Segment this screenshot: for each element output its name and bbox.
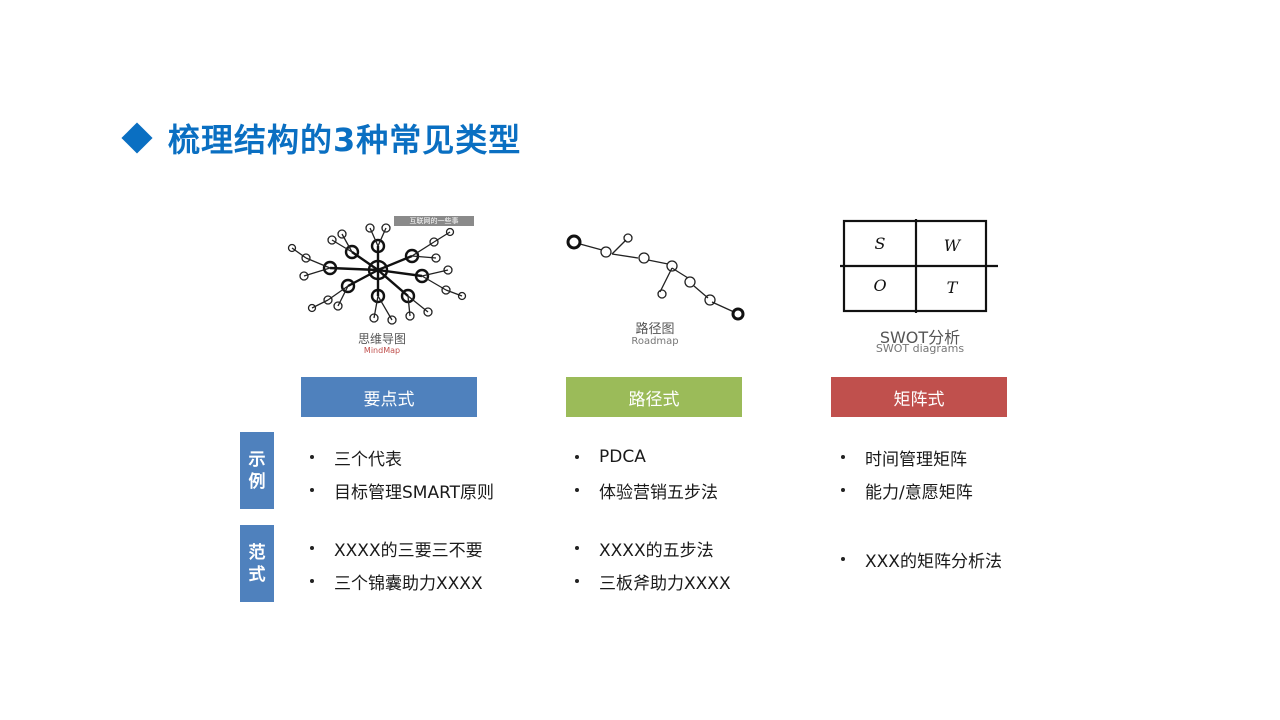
mindmap-banner-text: 互联网的一些事 bbox=[409, 217, 459, 225]
swot-cell-t: T bbox=[946, 278, 958, 297]
bullet-dot-icon bbox=[310, 455, 314, 459]
list-item: 三板斧助力XXXX bbox=[565, 570, 731, 594]
examples-cell-matrix: 时间管理矩阵 能力/意愿矩阵 bbox=[831, 446, 1071, 503]
templates-cell-key-points: XXXX的三要三不要 三个锦囊助力XXXX bbox=[300, 537, 540, 594]
roadmap-caption: 路径图 bbox=[635, 322, 675, 337]
row-label-examples-char-2: 例 bbox=[248, 471, 266, 492]
mindmap-caption: 思维导图 bbox=[357, 332, 406, 346]
column-header-key-points: 要点式 bbox=[301, 377, 477, 417]
swot-illustration: S W O T SWOT分析 SWOT diagrams bbox=[838, 216, 1002, 356]
list-item: 三个锦囊助力XXXX bbox=[300, 570, 483, 594]
roadmap-caption-en: Roadmap bbox=[631, 336, 679, 347]
list-item: 能力/意愿矩阵 bbox=[831, 479, 973, 503]
slide-title-row: 梳理结构的3种常见类型 bbox=[121, 118, 522, 159]
list-item: XXXX的三要三不要 bbox=[300, 537, 483, 561]
slide-title: 梳理结构的3种常见类型 bbox=[168, 121, 522, 159]
bullet-dot-icon bbox=[575, 579, 579, 583]
row-label-templates: 范 式 bbox=[240, 525, 274, 602]
swot-caption-en: SWOT diagrams bbox=[875, 342, 965, 355]
bullet-dot-icon bbox=[841, 488, 845, 492]
list-item: 体验营销五步法 bbox=[565, 479, 718, 503]
bullet-dot-icon bbox=[841, 557, 845, 561]
list-item: XXXX的五步法 bbox=[565, 537, 714, 561]
swot-cell-s: S bbox=[874, 234, 886, 253]
examples-cell-path: PDCA 体验营销五步法 bbox=[565, 446, 805, 503]
column-header-matrix: 矩阵式 bbox=[831, 377, 1007, 417]
list-item: 时间管理矩阵 bbox=[831, 446, 967, 470]
list-item: XXX的矩阵分析法 bbox=[831, 548, 1002, 572]
mindmap-caption-en: MindMap bbox=[363, 346, 401, 355]
list-item: 目标管理SMART原则 bbox=[300, 479, 494, 503]
bullet-dot-icon bbox=[841, 455, 845, 459]
row-label-examples: 示 例 bbox=[240, 432, 274, 509]
swot-caption: SWOT分析 bbox=[879, 328, 961, 347]
templates-cell-path: XXXX的五步法 三板斧助力XXXX bbox=[565, 537, 805, 594]
row-label-templates-char-2: 式 bbox=[248, 564, 266, 585]
bullet-dot-icon bbox=[575, 455, 579, 459]
swot-grid-icon bbox=[840, 219, 998, 313]
mindmap-sketch-icon bbox=[287, 216, 474, 325]
bullet-dot-icon bbox=[310, 579, 314, 583]
swot-cell-w: W bbox=[943, 236, 961, 255]
mindmap-illustration: 互联网的一些事 思维导图 MindMap bbox=[282, 212, 482, 358]
examples-cell-key-points: 三个代表 目标管理SMART原则 bbox=[300, 446, 540, 503]
row-label-examples-char-1: 示 bbox=[248, 449, 266, 470]
roadmap-sketch-icon bbox=[566, 233, 745, 321]
row-label-templates-char-1: 范 bbox=[248, 542, 266, 563]
roadmap-illustration: 路径图 Roadmap bbox=[560, 228, 750, 352]
bullet-dot-icon bbox=[575, 488, 579, 492]
bullet-dot-icon bbox=[310, 488, 314, 492]
diamond-bullet-icon bbox=[121, 122, 153, 154]
bullet-dot-icon bbox=[575, 546, 579, 550]
list-item: 三个代表 bbox=[300, 446, 402, 470]
swot-cell-o: O bbox=[873, 276, 887, 295]
column-header-path: 路径式 bbox=[566, 377, 742, 417]
templates-cell-matrix: XXX的矩阵分析法 bbox=[831, 548, 1071, 572]
list-item: PDCA bbox=[565, 446, 646, 468]
bullet-dot-icon bbox=[310, 546, 314, 550]
